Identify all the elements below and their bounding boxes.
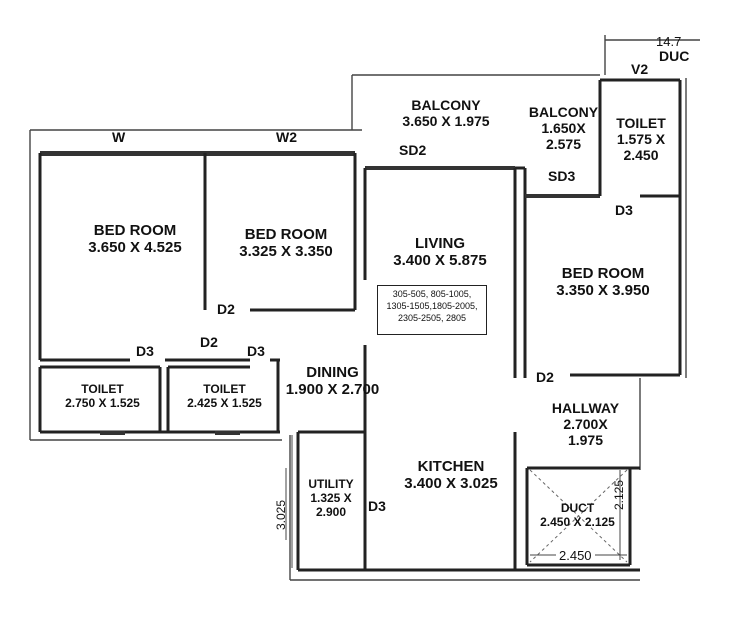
- kitchen-size: 3.400 X 3.025: [404, 475, 498, 493]
- bedroom-2-size: 3.325 X 3.350: [239, 243, 333, 261]
- hallway-size-2: 1.975: [567, 432, 604, 449]
- utility-size-2: 2.900: [315, 504, 347, 519]
- living-block-walls: [296, 166, 640, 572]
- bedroom-1-name: BED ROOM: [93, 222, 177, 239]
- toilet-2-size: 2.425 X 1.525: [187, 395, 262, 410]
- duct-height-dimension: 2.125: [612, 479, 626, 510]
- unit-numbers-line-3: 2305-2505, 2805: [397, 313, 467, 324]
- toilet-top-size-2: 2.450: [623, 147, 659, 164]
- balcony-1-name: BALCONY: [411, 97, 481, 113]
- dimension-top-right: 14.7: [656, 34, 682, 49]
- living-label: LIVING 3.400 X 5.875: [390, 235, 490, 270]
- balcony-2-name: BALCONY: [528, 104, 599, 120]
- unit-numbers-line-1: 305-505, 805-1005,: [392, 289, 472, 299]
- utility-name: UTILITY: [308, 477, 354, 491]
- dining-name: DINING: [306, 364, 359, 381]
- toilet-1-label: TOILET 2.750 X 1.525: [50, 382, 155, 411]
- window-w2-tag: W2: [276, 129, 297, 145]
- unit-numbers-box: 305-505, 805-1005, 1305-1505,1805-2005, …: [377, 285, 487, 335]
- door-d2-bed2-tag: D2: [217, 301, 235, 317]
- bedroom-1-label: BED ROOM 3.650 X 4.525: [85, 222, 185, 257]
- sliding-door-sd3-tag: SD3: [548, 168, 576, 184]
- hallway-name: HALLWAY: [551, 400, 620, 416]
- bedroom-2-label: BED ROOM 3.325 X 3.350: [236, 226, 336, 261]
- door-d3-utility-tag: D3: [368, 498, 386, 514]
- duct-width-dimension: 2.450: [556, 548, 595, 563]
- door-d3-left-tag: D3: [136, 343, 154, 359]
- toilet-1-name: TOILET: [81, 382, 124, 396]
- utility-label: UTILITY 1.325 X 2.900: [302, 477, 360, 519]
- hallway-label: HALLWAY 2.700X 1.975: [548, 400, 623, 448]
- bedroom-3-name: BED ROOM: [561, 265, 645, 282]
- kitchen-label: KITCHEN 3.400 X 3.025: [396, 458, 506, 493]
- balcony-2-label: BALCONY 1.650X 2.575: [526, 104, 601, 152]
- utility-size-1: 1.325 X: [310, 490, 352, 505]
- dining-size: 1.900 X 2.700: [285, 381, 380, 399]
- door-d2-mid-tag: D2: [200, 334, 218, 350]
- toilet-2-name: TOILET: [203, 382, 246, 396]
- utility-dimension-line: [285, 435, 293, 568]
- duct-size: 2.450 X 2.125: [540, 514, 615, 529]
- hallway-size-1: 2.700X: [563, 416, 608, 433]
- bedroom-2-name: BED ROOM: [244, 226, 328, 243]
- toilet-2-label: TOILET 2.425 X 1.525: [172, 382, 277, 411]
- dimension-top-right-duct: DUC: [659, 48, 690, 64]
- bedroom-1-size: 3.650 X 4.525: [88, 239, 182, 257]
- door-d3-toilet-tag: D3: [615, 202, 633, 218]
- toilet-top-name: TOILET: [616, 115, 666, 131]
- sliding-door-sd2-tag: SD2: [399, 142, 427, 158]
- duct-label: DUCT 2.450 X 2.125: [530, 501, 625, 530]
- living-name: LIVING: [414, 235, 465, 252]
- utility-left-dimension: 3.025: [274, 499, 288, 530]
- bedroom-block-walls: [38, 151, 357, 435]
- dining-label: DINING 1.900 X 2.700: [280, 364, 385, 399]
- door-d3-mid-tag: D3: [247, 343, 265, 359]
- window-w-tag: W: [112, 129, 126, 145]
- toilet-1-size: 2.750 X 1.525: [65, 395, 140, 410]
- balcony-1-size: 3.650 X 1.975: [402, 113, 490, 130]
- toilet-top-label: TOILET 1.575 X 2.450: [605, 115, 677, 163]
- toilet-top-size-1: 1.575 X: [616, 131, 666, 148]
- door-d2-bed3-tag: D2: [536, 369, 554, 385]
- balcony-2-size-1: 1.650X: [541, 120, 586, 137]
- duct-name: DUCT: [560, 501, 595, 515]
- unit-numbers-line-2: 1305-1505,1805-2005,: [386, 301, 478, 312]
- living-size: 3.400 X 5.875: [393, 252, 487, 270]
- bedroom-3-size: 3.350 X 3.950: [556, 282, 650, 300]
- balcony-2-size-2: 2.575: [545, 136, 582, 153]
- bedroom-3-label: BED ROOM 3.350 X 3.950: [548, 265, 658, 300]
- right-block-walls: [523, 78, 682, 567]
- outer-outline: [29, 35, 700, 581]
- balcony-1-label: BALCONY 3.650 X 1.975: [396, 97, 496, 129]
- ventilator-v2-tag: V2: [631, 61, 649, 77]
- kitchen-name: KITCHEN: [417, 458, 485, 475]
